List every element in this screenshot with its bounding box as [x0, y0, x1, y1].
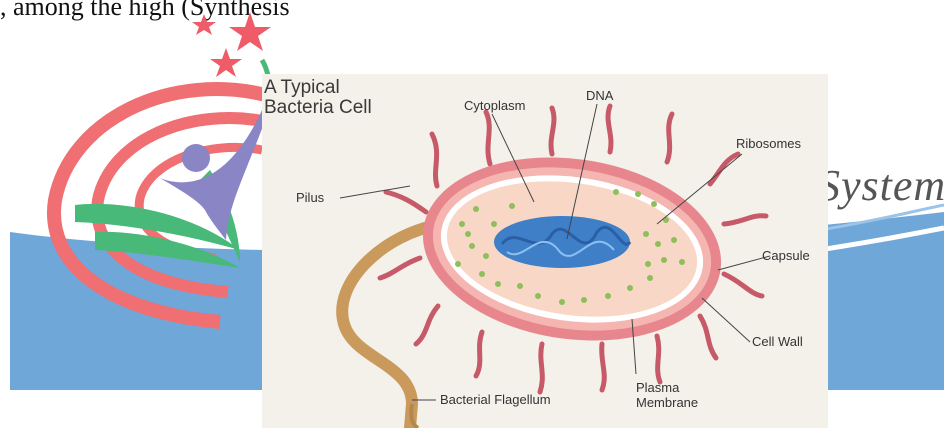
- logo-star-large: [229, 12, 271, 51]
- diagram-title-line-1: A Typical: [264, 78, 372, 98]
- label-plasma-membrane-line-2: Membrane: [636, 395, 698, 410]
- label-plasma-membrane-line-1: Plasma: [636, 380, 698, 395]
- label-plasma-membrane: Plasma Membrane: [636, 380, 698, 410]
- label-cell-wall: Cell Wall: [752, 334, 803, 349]
- diagram-title-line-2: Bacteria Cell: [264, 98, 372, 118]
- dna-shape: [494, 216, 630, 268]
- logo-star-small: [192, 14, 216, 35]
- bacteria-cell-diagram: A Typical Bacteria Cell Cytoplasm DNA Ri…: [262, 74, 828, 428]
- label-capsule: Capsule: [762, 248, 810, 263]
- diagram-title: A Typical Bacteria Cell: [264, 78, 372, 118]
- label-ribosomes: Ribosomes: [736, 136, 801, 151]
- logo-figure-head: [182, 144, 210, 172]
- label-bacterial-flagellum: Bacterial Flagellum: [440, 392, 551, 407]
- bacteria-cell-illustration: [262, 74, 828, 428]
- label-cytoplasm: Cytoplasm: [464, 98, 525, 113]
- label-dna: DNA: [586, 88, 613, 103]
- label-pilus: Pilus: [296, 190, 324, 205]
- logo-wordmark: Systems: [818, 160, 944, 211]
- logo-star-medium: [210, 48, 242, 77]
